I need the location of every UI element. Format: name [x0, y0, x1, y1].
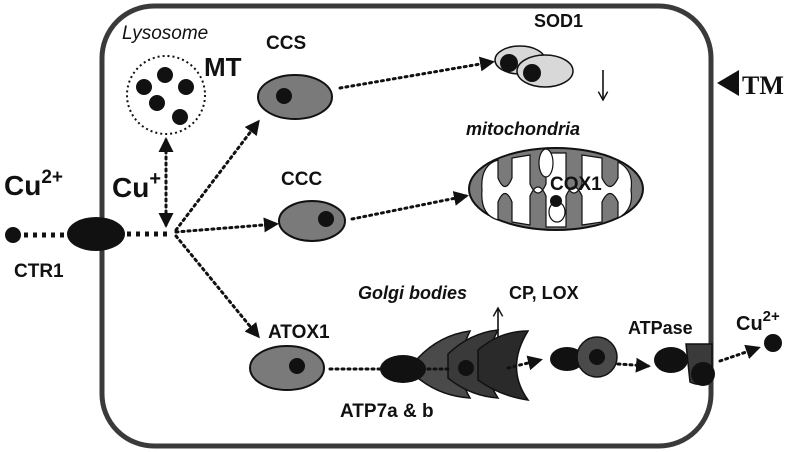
ccc-chaperone: [278, 200, 346, 242]
atpase-label: ATPase: [628, 318, 693, 338]
mitochondrion: [468, 147, 644, 231]
golgi-to-vesicle-arrow: [506, 355, 543, 371]
cu-efflux-arrow: [718, 344, 761, 363]
tm-label: TM: [742, 71, 784, 100]
ccs-chaperone: [257, 74, 333, 120]
ccs-to-sod1-arrow: [338, 56, 495, 90]
ccc-label: CCC: [281, 169, 322, 190]
atp7-label: ATP7a & b: [340, 401, 434, 422]
cp-lox-label: CP, LOX: [509, 283, 579, 303]
ctr1-transporter: [67, 217, 125, 251]
lysosome: [126, 55, 206, 135]
mt-label: MT: [204, 52, 242, 82]
golgi-label: Golgi bodies: [358, 283, 467, 303]
ccs-label: CCS: [266, 33, 306, 54]
cox1-label: COX1: [550, 174, 602, 195]
atp7-transporter: [380, 355, 426, 383]
cu-exit-label: Cu2+: [736, 308, 780, 335]
vesicle-complex: [550, 336, 618, 378]
atox1-chaperone: [249, 345, 325, 391]
atox1-label: ATOX1: [268, 322, 330, 343]
cu-extracellular-label: Cu2+: [4, 167, 63, 201]
ctr1-label: CTR1: [14, 261, 64, 282]
cu-intracellular-label: Cu+: [112, 168, 161, 203]
cu-extracellular-ion: [5, 227, 21, 243]
sod1-label: SOD1: [534, 11, 583, 31]
ccc-to-cox1-arrow: [350, 191, 469, 221]
golgi-cu-ion: [458, 360, 474, 376]
to-atox1-arrow: [174, 234, 260, 339]
vesicle-to-atpase-arrow: [616, 357, 651, 373]
atpase-pump: [654, 343, 715, 386]
cu-exit-ion: [764, 334, 782, 352]
sod1-complex: [494, 45, 574, 88]
lysosome-label: Lysosome: [122, 23, 208, 44]
tm-marker-triangle: [717, 70, 739, 96]
to-ccs-arrow: [174, 119, 260, 232]
mitochondria-label: mitochondria: [466, 119, 580, 139]
golgi-bodies: [417, 329, 530, 401]
to-ccc-arrow: [174, 217, 279, 234]
